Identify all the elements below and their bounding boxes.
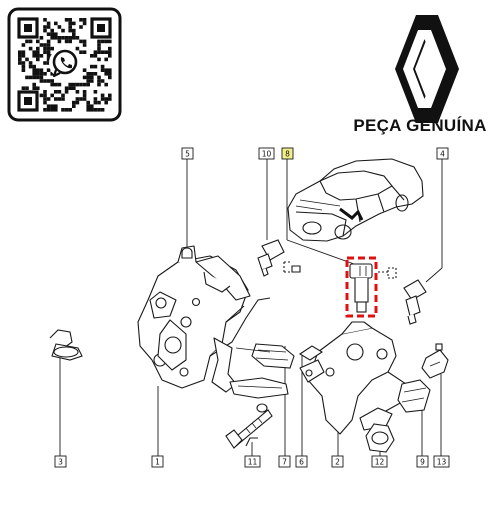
callout-box-3 <box>54 455 67 468</box>
callout-label-6: 6 <box>299 458 304 467</box>
callout-label-12: 12 <box>375 458 385 467</box>
bump-stop-2 <box>365 423 395 453</box>
pedal-pad-6 <box>298 345 324 361</box>
callout-box-2 <box>331 455 344 468</box>
callout-box-6 <box>295 455 308 468</box>
callout-box-9 <box>416 455 429 468</box>
callout-label-2: 2 <box>335 458 340 467</box>
callout-label-10: 10 <box>262 150 272 159</box>
renault-logo-icon <box>395 15 459 123</box>
whatsapp-icon <box>49 47 81 79</box>
clutch-pedal-assembly <box>299 321 407 435</box>
callout-label-8: 8 <box>285 150 290 159</box>
car-illustration <box>287 158 424 242</box>
switch-4 <box>403 279 427 325</box>
pedal-pad-7 <box>235 343 295 369</box>
callout-label-11: 11 <box>248 458 258 467</box>
callout-label-13: 13 <box>437 458 447 467</box>
callout-box-10 <box>258 147 275 160</box>
bolt-11 <box>225 403 273 449</box>
callout-label-5: 5 <box>185 150 190 159</box>
callout-label-4: 4 <box>440 150 445 159</box>
callout-label-9: 9 <box>420 458 425 467</box>
callout-label-7: 7 <box>282 458 287 467</box>
mount-3 <box>49 329 83 361</box>
clip-5 <box>181 247 193 259</box>
callout-box-5 <box>181 147 194 160</box>
sensor-13 <box>421 343 449 379</box>
callout-box-1 <box>151 455 164 468</box>
callout-box-13 <box>433 455 450 468</box>
callout-box-12 <box>371 455 388 468</box>
pedal-bracket <box>137 245 271 389</box>
callout-label-1: 1 <box>155 458 160 467</box>
callout-box-4 <box>436 147 449 160</box>
callout-label-3: 3 <box>58 458 63 467</box>
switch-10 <box>257 239 301 277</box>
stop-light-switch-8 <box>349 263 397 313</box>
genuine-part-caption: PEÇA GENUÍNA <box>353 116 487 135</box>
brake-pedal-arm <box>211 337 289 399</box>
callout-box-7 <box>278 455 291 468</box>
callout-box-8 <box>281 147 294 160</box>
highlight-box <box>345 256 378 318</box>
pedal-pad-9 <box>397 379 431 413</box>
callout-box-11 <box>244 455 261 468</box>
